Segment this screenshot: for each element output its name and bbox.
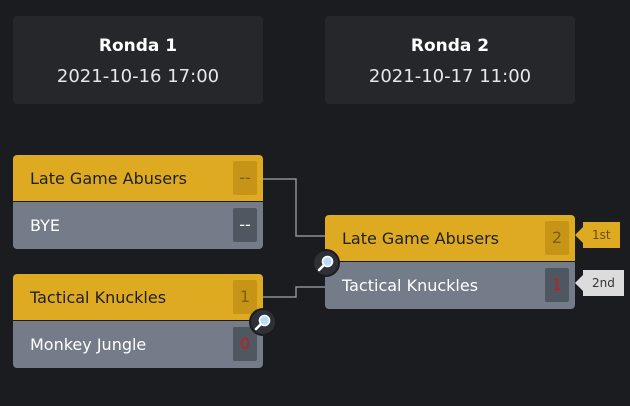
round-date: 2021-10-17 11:00 xyxy=(368,66,532,87)
connector-line xyxy=(263,286,325,298)
team-score: -- xyxy=(233,208,257,242)
second-place-label: 2nd xyxy=(592,276,615,290)
team-score: 2 xyxy=(545,221,569,255)
team-row-winner[interactable]: Tactical Knuckles 1 xyxy=(13,274,263,321)
team-score: -- xyxy=(233,161,257,195)
team-row-winner[interactable]: Late Game Abusers -- xyxy=(13,155,263,202)
team-score: 1 xyxy=(233,280,257,314)
round-2-header: Ronda 2 2021-10-17 11:00 xyxy=(325,16,575,104)
first-place-label: 1st xyxy=(592,228,611,242)
team-row-loser[interactable]: Tactical Knuckles 1 xyxy=(325,262,575,309)
connector-line xyxy=(263,178,325,237)
final-match-card[interactable]: Late Game Abusers 2 Tactical Knuckles 1 xyxy=(325,215,575,309)
magnifier-icon xyxy=(254,314,271,331)
team-name: Tactical Knuckles xyxy=(30,288,167,307)
badge-pointer xyxy=(575,275,583,291)
team-name: Late Game Abusers xyxy=(30,169,187,188)
match-details-button[interactable] xyxy=(249,308,277,336)
round-1-header: Ronda 1 2021-10-16 17:00 xyxy=(13,16,263,104)
match-details-button[interactable] xyxy=(312,249,340,277)
match-card[interactable]: Late Game Abusers -- BYE -- xyxy=(13,155,263,249)
team-row-loser[interactable]: Monkey Jungle 0 xyxy=(13,321,263,368)
badge-pointer xyxy=(575,227,583,243)
team-name: Monkey Jungle xyxy=(30,335,147,354)
round-title: Ronda 1 xyxy=(98,36,178,56)
team-row-winner[interactable]: Late Game Abusers 2 xyxy=(325,215,575,262)
team-name: Tactical Knuckles xyxy=(342,276,479,295)
second-place-badge: 2nd xyxy=(575,270,624,296)
match-card[interactable]: Tactical Knuckles 1 Monkey Jungle 0 xyxy=(13,274,263,368)
team-name: BYE xyxy=(30,216,60,235)
first-place-badge: 1st xyxy=(575,222,620,248)
magnifier-icon xyxy=(317,255,334,272)
team-row-loser[interactable]: BYE -- xyxy=(13,202,263,249)
team-score: 1 xyxy=(545,268,569,302)
round-title: Ronda 2 xyxy=(410,36,490,56)
round-date: 2021-10-16 17:00 xyxy=(56,66,220,87)
team-name: Late Game Abusers xyxy=(342,229,499,248)
